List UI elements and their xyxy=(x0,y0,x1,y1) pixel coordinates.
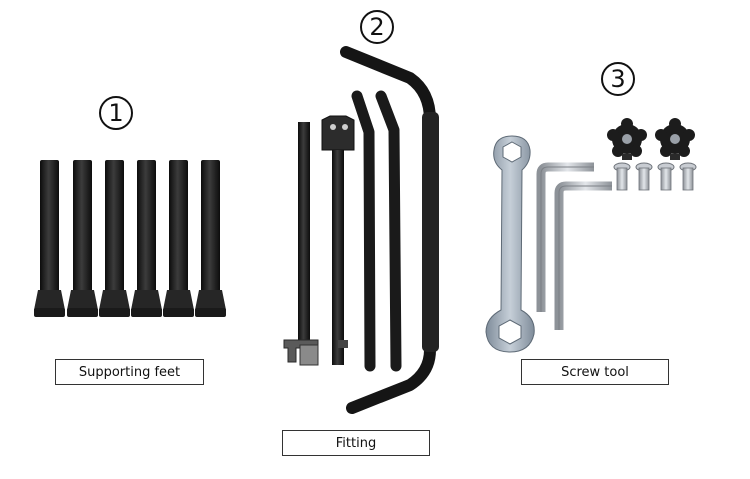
fitting-rod-bent xyxy=(375,90,402,372)
wrench xyxy=(485,135,535,353)
group-number-3: 3 xyxy=(601,62,635,96)
label-screw-tool: Screw tool xyxy=(521,359,669,385)
foot-tube xyxy=(131,160,162,317)
foot-tube xyxy=(163,160,194,317)
allen-key xyxy=(554,181,612,330)
foot-tube xyxy=(195,160,226,317)
fitting-rod-bracket xyxy=(283,122,319,366)
group-number-1: 1 xyxy=(99,96,133,130)
foot-tube xyxy=(67,160,98,317)
knob-screw xyxy=(607,118,647,160)
foot-tube xyxy=(34,160,65,317)
label-supporting-feet: Supporting feet xyxy=(55,359,204,385)
supporting-feet-group xyxy=(34,160,226,317)
bolt xyxy=(613,162,631,191)
bolt xyxy=(657,162,675,191)
fitting-group xyxy=(283,46,439,414)
fitting-rod-bent xyxy=(351,90,376,372)
group-number-2: 2 xyxy=(360,10,394,44)
fitting-rod-clamp xyxy=(321,115,355,365)
bolt xyxy=(635,162,653,191)
bolt xyxy=(679,162,697,191)
label-fitting: Fitting xyxy=(282,430,430,456)
fitting-handle-grip xyxy=(422,112,439,352)
foot-tube xyxy=(99,160,130,317)
knob-screw xyxy=(655,118,695,160)
screw-tool-group xyxy=(485,118,697,353)
